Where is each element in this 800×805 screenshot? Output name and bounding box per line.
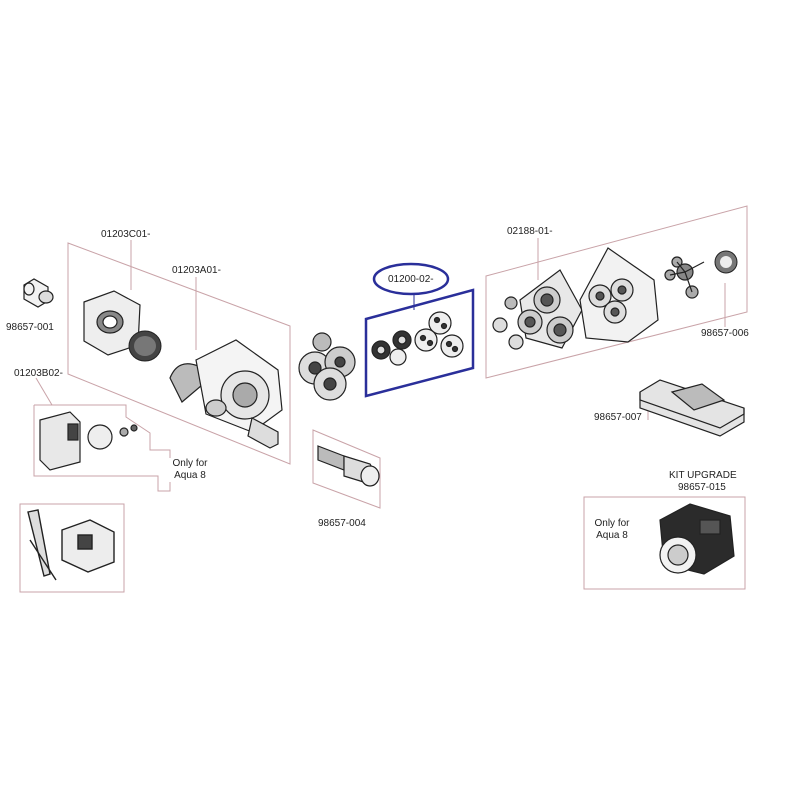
pump-head-part bbox=[169, 339, 283, 449]
check-valve-part bbox=[298, 332, 356, 401]
part-number-98657-015: 98657-015 bbox=[678, 482, 726, 493]
elbow-fitting-part bbox=[23, 278, 54, 308]
hex-key-tool-part bbox=[27, 509, 115, 581]
aqua8-note-right: Only for Aqua 8 bbox=[590, 518, 634, 542]
part-number-98657-004: 98657-004 bbox=[318, 518, 366, 529]
valve-housing-part bbox=[492, 247, 659, 350]
pressure-switch-group-outline bbox=[33, 404, 171, 492]
highlight-ellipse bbox=[372, 262, 450, 296]
part-number-01200-02: 01200-02- bbox=[388, 274, 434, 285]
aqua8-note-right-line2: Aqua 8 bbox=[596, 530, 628, 541]
mounting-base-part bbox=[639, 379, 745, 437]
tool-inset-outline bbox=[19, 503, 125, 593]
part-number-01203B02: 01203B02- bbox=[14, 368, 63, 379]
part-number-98657-007: 98657-007 bbox=[594, 412, 642, 423]
bearing-part bbox=[714, 250, 738, 274]
port-fitting-part bbox=[317, 445, 380, 487]
upgrade-kit-part bbox=[659, 503, 735, 575]
kit-upgrade-title: KIT UPGRADE bbox=[669, 470, 737, 481]
valve-disc-set-part bbox=[371, 311, 464, 366]
diaphragm-part bbox=[128, 330, 162, 362]
valve-housing-group-outline bbox=[485, 205, 748, 379]
wobble-plate-part bbox=[664, 256, 705, 299]
part-number-98657-006: 98657-006 bbox=[701, 328, 749, 339]
part-number-98657-001: 98657-001 bbox=[6, 322, 54, 333]
pump-head-group-outline bbox=[67, 242, 291, 465]
pressure-switch-part bbox=[39, 411, 138, 471]
upgrade-kit-outline bbox=[583, 496, 746, 590]
highlight-box bbox=[364, 288, 475, 398]
part-number-01203A01: 01203A01- bbox=[172, 265, 221, 276]
aqua8-note-left-line2: Aqua 8 bbox=[174, 470, 206, 481]
part-number-02188-01: 02188-01- bbox=[507, 226, 553, 237]
aqua8-note-left: Only for Aqua 8 bbox=[168, 458, 212, 482]
aqua8-note-left-line1: Only for bbox=[172, 458, 208, 469]
part-number-01203C01: 01203C01- bbox=[101, 229, 151, 240]
aqua8-note-right-line1: Only for bbox=[594, 518, 630, 529]
fitting-group-outline bbox=[312, 429, 381, 509]
